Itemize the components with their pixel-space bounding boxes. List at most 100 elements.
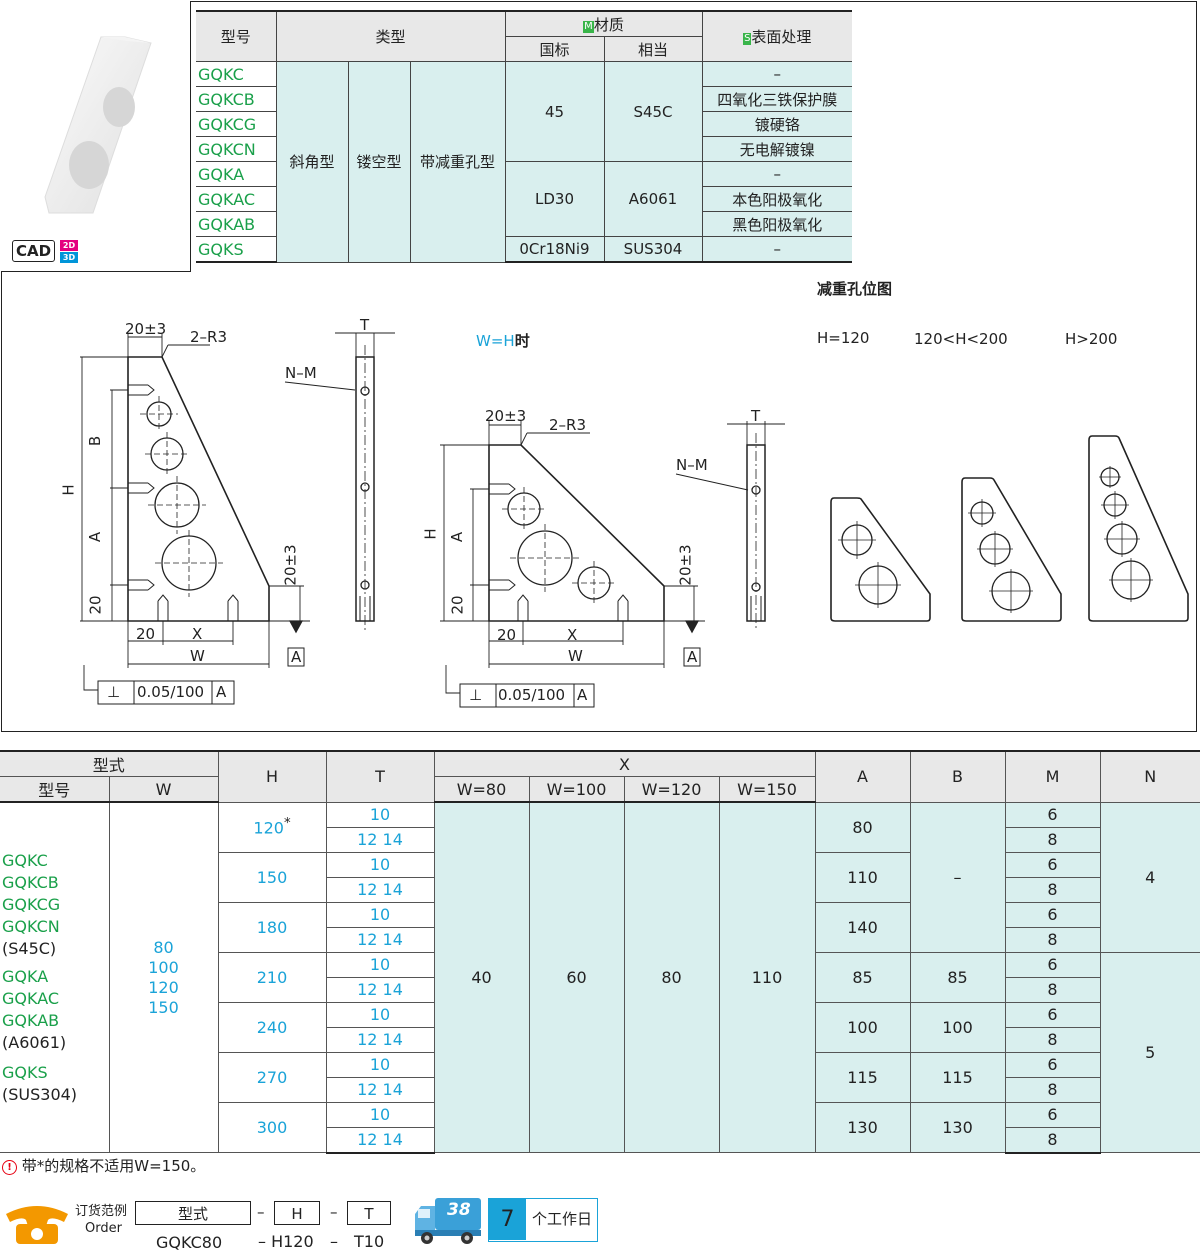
header-h: H (217, 750, 327, 803)
hole-label-h200: H>200 (1065, 330, 1118, 348)
header-gb: 国标 (504, 36, 605, 62)
header-model: 型号 (0, 776, 110, 803)
h-cell: 240 (217, 1001, 327, 1053)
cad-3d-badge: 3D (60, 252, 78, 263)
b-cell: 100 (909, 1001, 1006, 1053)
m-cell: 8 (1004, 826, 1101, 853)
m-cell: 6 (1004, 1051, 1101, 1078)
type-cell: 带减重孔型 (409, 61, 506, 263)
t-cell: 10 (325, 801, 435, 828)
warning-icon: ! (2, 1160, 17, 1175)
h-cell: 210 (217, 951, 327, 1003)
hole-label-h120-200: 120<H<200 (914, 330, 1008, 348)
dim-20-2: 20 (497, 626, 517, 644)
material-gb-cell: LD30 (504, 161, 605, 237)
b-cell: 130 (909, 1101, 1006, 1153)
dim-b-1: B (86, 435, 105, 447)
header-type: 类型 (275, 10, 506, 62)
header-surface: S表面处理 (701, 10, 852, 62)
model-cell: GQKA (196, 161, 277, 187)
dim-t-2: T (751, 407, 761, 425)
a-cell: 130 (814, 1101, 911, 1153)
material-equiv-cell: A6061 (603, 161, 703, 237)
order-dash-1: – (257, 1203, 265, 1221)
x-w120-cell: 80 (623, 801, 720, 1153)
t-cell: 12 14 (325, 1026, 435, 1053)
header-w120: W=120 (623, 776, 720, 803)
flatness-sym-1: ⊥ (107, 683, 121, 701)
dim-h-1: H (59, 484, 78, 496)
header-t: T (325, 750, 435, 803)
m-cell: 8 (1004, 876, 1101, 903)
bracket-front-view-1 (80, 333, 310, 705)
h-cell: 270 (217, 1051, 327, 1103)
bracket-front-view-2 (440, 421, 705, 708)
dim-nm-1: N–M (285, 364, 317, 382)
surface-badge: S (743, 33, 752, 45)
delivery-truck-icon (415, 1198, 481, 1244)
x-w80-cell: 40 (433, 801, 530, 1153)
h-cell: 150 (217, 851, 327, 903)
cad-label: CAD (12, 240, 56, 262)
header-w: W (108, 776, 219, 803)
m-cell: 8 (1004, 1026, 1101, 1053)
w-values-cell: 80 100 120 150 (108, 801, 219, 1153)
model-cell: GQKS (196, 236, 277, 263)
lead-time-badge: 7 个工作日 (488, 1198, 598, 1242)
flatness-1: 0.05/100 (137, 683, 205, 701)
hole-diagram-title: 减重孔位图 (817, 280, 893, 298)
t-cell: 10 (325, 851, 435, 878)
technical-drawings (80, 332, 1189, 708)
model-cell: GQKCG (196, 111, 277, 137)
order-form-box: 型式 (135, 1201, 251, 1225)
t-cell: 12 14 (325, 1076, 435, 1103)
m-cell: 6 (1004, 951, 1101, 978)
a-cell: 85 (814, 951, 911, 1003)
t-cell: 10 (325, 1101, 435, 1128)
order-h-box: H (274, 1201, 320, 1225)
dim-20-vertical-1: 20 (86, 595, 105, 615)
dim-w-2: W (568, 647, 583, 665)
model-list-cell: GQKC GQKCB GQKCG GQKCN (S45C) GQKA GQKAC… (0, 801, 110, 1153)
surface-cell: – (701, 161, 852, 187)
surface-cell: 四氧化三铁保护膜 (701, 86, 852, 112)
t-cell: 12 14 (325, 876, 435, 903)
dim-h-2: H (421, 528, 440, 540)
t-cell: 12 14 (325, 826, 435, 853)
material-badge: M (583, 20, 594, 33)
wh-label: W=H时 (476, 332, 530, 350)
a-cell: 110 (814, 851, 911, 903)
dim-w-1: W (190, 647, 205, 665)
datum-a-1: A (291, 648, 302, 666)
n-cell: 5 (1099, 951, 1200, 1153)
flatness-sym-2: ⊥ (469, 686, 483, 704)
model-cell: GQKAB (196, 211, 277, 237)
t-cell: 12 14 (325, 1126, 435, 1154)
header-equiv: 相当 (603, 36, 703, 62)
b-cell: – (909, 801, 1006, 953)
order-example-dash: – (330, 1232, 338, 1251)
t-cell: 10 (325, 951, 435, 978)
header-form: 型式 (0, 750, 219, 777)
dim-x-2: X (567, 626, 578, 644)
header-b: B (909, 750, 1006, 803)
t-cell: 10 (325, 1051, 435, 1078)
h-cell: 120* (217, 801, 327, 853)
m-cell: 6 (1004, 801, 1101, 828)
m-cell: 8 (1004, 926, 1101, 953)
m-cell: 8 (1004, 1126, 1101, 1154)
dim-x-1: X (192, 625, 203, 643)
order-example-model: GQKC80 (156, 1233, 223, 1252)
material-equiv-cell: SUS304 (603, 236, 703, 263)
material-gb-cell: 0Cr18Ni9 (504, 236, 605, 263)
m-cell: 6 (1004, 1001, 1101, 1028)
x-w150-cell: 110 (718, 801, 816, 1153)
bracket-side-view-1 (284, 332, 395, 630)
hole-diagram-h120 (830, 497, 931, 622)
header-x: X (433, 750, 816, 777)
dim-20pm3-1: 20±3 (125, 320, 167, 338)
surface-cell: – (701, 61, 852, 87)
bracket-side-view-2 (675, 421, 785, 630)
dim-a-2: A (448, 531, 467, 543)
header-w100: W=100 (528, 776, 625, 803)
